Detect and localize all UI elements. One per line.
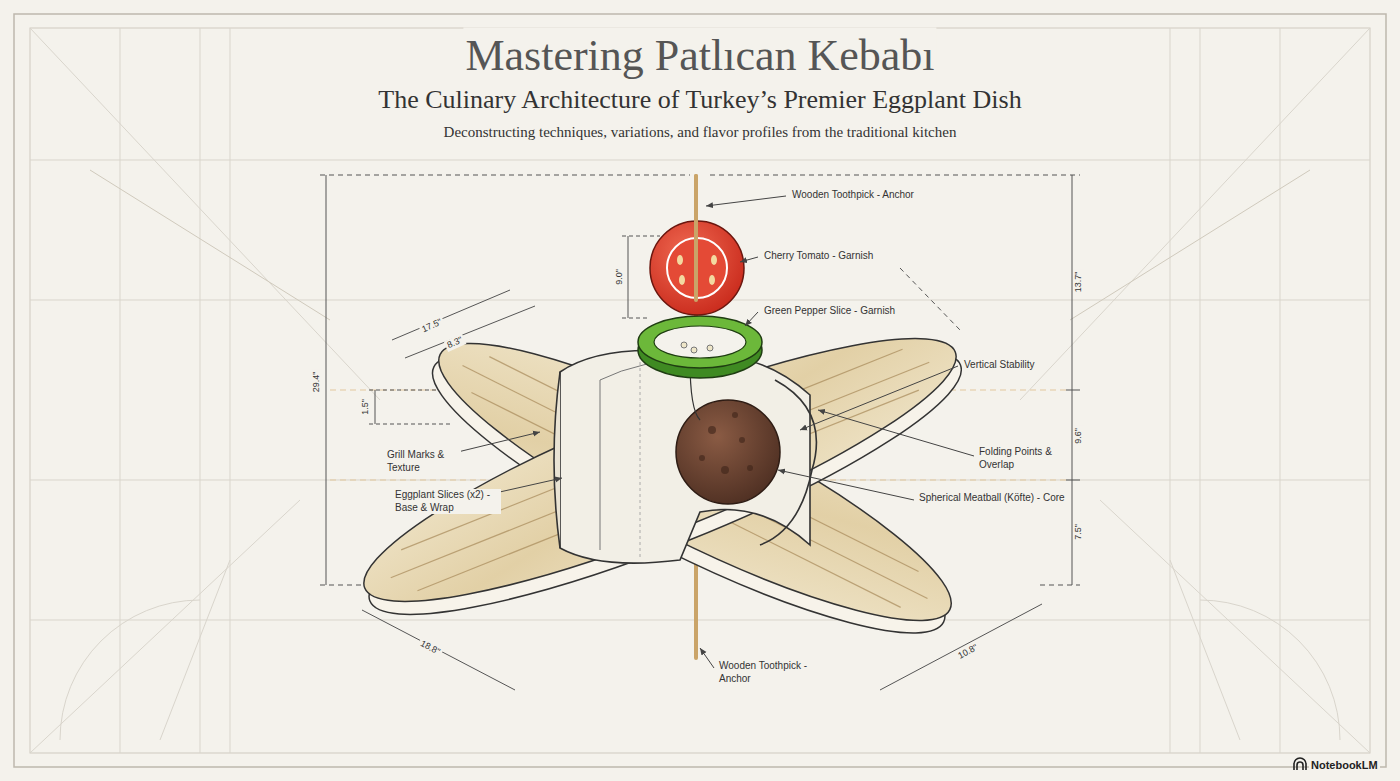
dimension: 29.4" (311, 370, 322, 395)
part-label: Wooden Toothpick - Anchor (790, 189, 916, 202)
dimension: 9.0" (614, 267, 625, 287)
dimension-lines (320, 175, 1080, 690)
meatball (676, 400, 780, 504)
watermark-icon (1294, 758, 1306, 770)
dimension: 18.8" (416, 637, 443, 659)
eggplant-wrap (554, 351, 810, 564)
blueprint-grid (14, 14, 1386, 767)
subtitle: The Culinary Architecture of Turkey’s Pr… (376, 84, 1023, 117)
dimension: 7.5" (1073, 522, 1084, 542)
part-label: Vertical Stability (962, 359, 1037, 372)
part-label: Eggplant Slices (x2) - Base & Wrap (393, 489, 501, 514)
dimension: 9.6" (1073, 426, 1084, 446)
watermark: NotebookLM (1309, 759, 1380, 773)
green-pepper (638, 316, 762, 378)
dimension: 13.7" (1073, 270, 1084, 295)
eggplant-slice (342, 294, 984, 658)
part-label: Folding Points & Overlap (977, 446, 1063, 471)
toothpick (694, 176, 698, 300)
leader-lines (433, 196, 974, 668)
dimension: 8.3" (444, 334, 467, 352)
dimension: 10.8" (954, 641, 981, 663)
part-label: Green Pepper Slice - Garnish (762, 305, 897, 318)
part-label: Wooden Toothpick - Anchor (717, 660, 817, 685)
dimension: 17.5" (418, 316, 445, 336)
part-label: Spherical Meatball (Köfte) - Core (917, 492, 1071, 505)
dimension: 1.5" (360, 397, 371, 417)
tagline: Deconstructing techniques, variations, a… (442, 123, 959, 142)
wrap-fold (760, 380, 816, 545)
part-label: Cherry Tomato - Garnish (762, 250, 875, 263)
part-label: Grill Marks & Texture (385, 449, 461, 474)
title: Mastering Patlıcan Kebabı (463, 28, 936, 83)
